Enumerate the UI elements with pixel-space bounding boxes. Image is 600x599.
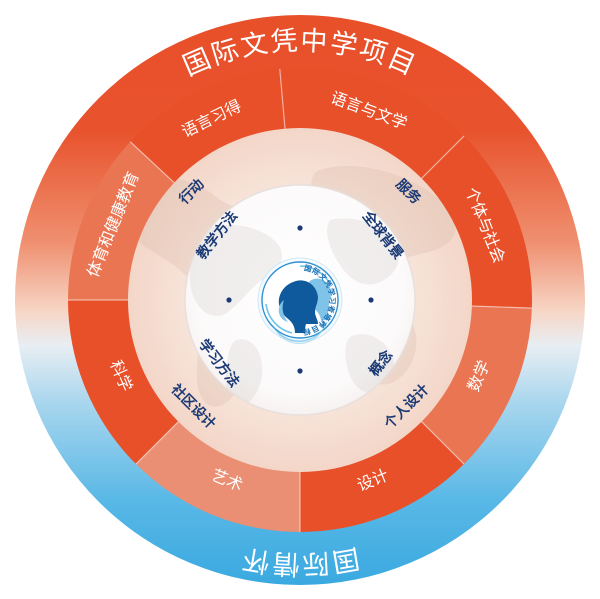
core-disc-edge — [184, 184, 416, 416]
ib-learner-profile-logo: 国际文凭学习者培养目标 — [257, 257, 343, 345]
core-map-texture — [189, 218, 399, 406]
inner-ring-separator-dots — [226, 225, 374, 374]
